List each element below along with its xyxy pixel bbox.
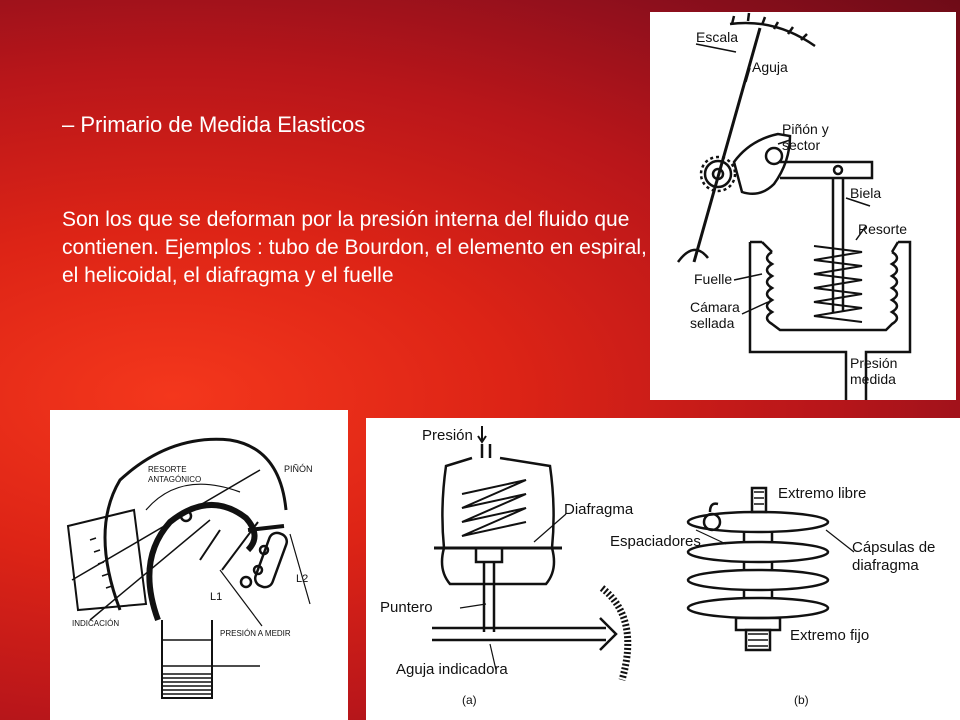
lever-arm <box>780 160 874 180</box>
fixed-end-threads <box>748 633 768 647</box>
label-extremo-fijo: Extremo fijo <box>790 627 869 644</box>
sector-hole <box>764 146 784 166</box>
label-aguja-indicadora: Aguja indicadora <box>396 661 508 678</box>
pinion-axis <box>711 167 725 181</box>
label-resorte-2: ANTAGÓNICO <box>148 475 201 484</box>
scale-plate <box>66 508 148 612</box>
callout-puntero <box>459 603 487 609</box>
lever <box>253 531 289 589</box>
fixed-end-flange <box>734 616 782 632</box>
label-aguja: Aguja <box>752 59 788 75</box>
pinion-bar <box>247 524 285 532</box>
label-presion-2: medida <box>850 371 896 387</box>
spring <box>813 245 863 323</box>
label-presion-1: Presión <box>850 355 897 371</box>
socket <box>161 620 213 699</box>
label-camara-1: Cámara <box>690 299 740 315</box>
free-end-threads <box>754 491 764 505</box>
label-indicacion: INDICACIÓN <box>72 619 119 628</box>
spring-coil <box>461 479 527 537</box>
diaphragm-plate <box>474 546 504 564</box>
spacers <box>742 532 774 598</box>
label-escala: Escala <box>696 29 738 45</box>
indicator-scale <box>599 585 632 681</box>
lever-hole-1 <box>258 544 270 556</box>
pinion-teeth <box>699 155 737 193</box>
label-biela: Biela <box>850 185 881 201</box>
callout-chamber <box>741 301 769 315</box>
label-presion-medir: PRESIÓN A MEDIR <box>220 629 291 638</box>
needle-tail <box>676 248 709 263</box>
callout-diafragma <box>533 513 567 543</box>
callout-rod <box>845 197 871 207</box>
label-pinon-1: Piñón y <box>782 121 829 137</box>
fixed-end-post <box>744 628 772 652</box>
label-resorte: Resorte <box>858 221 907 237</box>
callout-needle <box>745 67 751 83</box>
label-camara-2: sellada <box>690 315 735 331</box>
label-puntero: Puntero <box>380 599 433 616</box>
bellows <box>765 250 899 332</box>
label-b: (b) <box>794 693 809 707</box>
capsule-4 <box>686 596 830 620</box>
upper-housing <box>441 456 555 550</box>
label-diafragma: Diafragma <box>564 501 634 518</box>
tab-loop <box>708 502 719 513</box>
indicator-bar <box>432 626 606 642</box>
scale-ticks <box>730 12 808 41</box>
push-rod <box>482 562 496 632</box>
capsule-2 <box>686 540 830 564</box>
pressure-arrow <box>477 426 487 444</box>
label-presion: Presión <box>422 427 473 444</box>
bourdon-gauge-diagram: RESORTE ANTAGÓNICO PIÑÓN L2 L1 INDICACIÓ… <box>50 410 348 720</box>
label-a: (a) <box>462 693 477 707</box>
label-capsulas-1: Cápsulas de <box>852 539 935 556</box>
needle <box>692 27 762 263</box>
label-extremo-libre: Extremo libre <box>778 485 866 502</box>
slide-body-text: Son los que se deforman por la presión i… <box>62 208 647 287</box>
pointer <box>71 469 261 581</box>
label-l2: L2 <box>296 573 308 585</box>
callout-pinion <box>777 139 791 145</box>
callout-scale <box>695 43 737 53</box>
scale-arc <box>729 21 816 48</box>
label-resorte-1: RESORTE <box>148 465 187 474</box>
pointer-arm <box>89 519 211 621</box>
lower-housing <box>440 547 556 586</box>
callout-aguja <box>489 643 497 671</box>
lever-pin <box>832 164 844 176</box>
lever-hole-3 <box>239 575 253 589</box>
callout-espaciadores <box>695 529 727 545</box>
label-fuelle: Fuelle <box>694 271 732 287</box>
lever-hole-2 <box>252 564 264 576</box>
label-pinon: PIÑÓN <box>284 464 313 474</box>
capsule-1 <box>686 510 830 534</box>
label-l1: L1 <box>210 591 222 603</box>
bourdon-gauge-drawing: RESORTE ANTAGÓNICO PIÑÓN L2 L1 INDICACIÓ… <box>66 437 313 699</box>
slide-heading: – Primario de Medida Elasticos <box>62 112 366 137</box>
label-pinon-2: sector <box>782 137 820 153</box>
bellows-gauge-drawing: Escala Aguja Piñón y sector Biela Resort… <box>676 12 912 400</box>
label-espaciadores: Espaciadores <box>610 533 701 550</box>
bourdon-tube <box>146 502 258 622</box>
label-capsulas-2: diafragma <box>852 557 919 574</box>
dim-l1 <box>219 569 263 627</box>
inlet-pipe <box>480 444 492 458</box>
sealed-chamber <box>748 240 912 400</box>
diaphragm-diagram: Presión Diafragma Puntero Aguja indicado… <box>366 418 960 720</box>
diaphragm-drawing: Presión Diafragma Puntero Aguja indicado… <box>380 426 935 707</box>
callout-capsulas <box>825 529 855 553</box>
pinion-gear <box>703 159 733 189</box>
callout-bellows <box>733 273 763 281</box>
arrow-head <box>599 617 618 651</box>
dim-l2 <box>289 533 311 605</box>
callout-spring <box>855 225 867 241</box>
dial-arc <box>103 437 288 611</box>
socket-threads <box>163 673 211 695</box>
capsule-3 <box>686 568 830 592</box>
bellows-top <box>761 241 900 253</box>
bellows-gauge-diagram: Escala Aguja Piñón y sector Biela Resort… <box>650 12 956 400</box>
